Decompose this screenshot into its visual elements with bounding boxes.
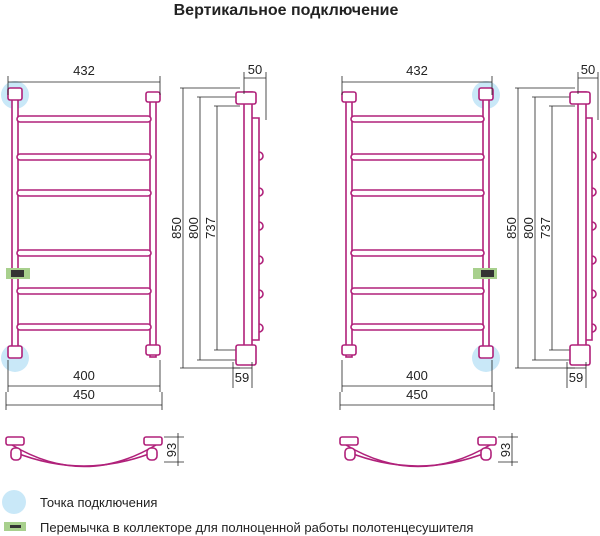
dim-width-inner: 400 (406, 368, 428, 383)
dim-width-total: 450 (73, 387, 95, 402)
dim-height-total: 850 (504, 217, 519, 239)
right-front-view (341, 81, 500, 372)
dim-width-top: 432 (406, 63, 428, 78)
dim-height-mid: 800 (186, 217, 201, 239)
right-side-view: 50 59 (566, 62, 599, 388)
left-top-view: 93 (5, 433, 184, 468)
left-height-dimensions: 850 800 737 (169, 87, 240, 369)
dim-top-depth: 93 (498, 443, 513, 457)
dim-depth-top: 50 (581, 62, 595, 77)
dim-height-mid: 800 (521, 217, 536, 239)
right-drawing: 432 400 450 850 800 737 (339, 62, 599, 468)
legend: Точка подключения Перемычка в коллекторе… (2, 490, 473, 535)
diagram-title: Вертикальное подключение (174, 2, 399, 19)
left-side-view: 50 59 (232, 62, 267, 388)
dim-height-inner: 737 (538, 217, 553, 239)
right-front-dimensions: 432 400 450 (339, 63, 495, 410)
right-height-dimensions: 850 800 737 (504, 87, 575, 369)
dim-height-inner: 737 (203, 217, 218, 239)
rungs (350, 115, 485, 331)
right-top-view: 93 (339, 433, 518, 468)
dim-width-top: 432 (73, 63, 95, 78)
dim-depth-bottom: 59 (235, 370, 249, 385)
dim-width-total: 450 (406, 387, 428, 402)
dim-top-depth: 93 (164, 443, 179, 457)
left-front-view (1, 81, 161, 372)
dim-depth-bottom: 59 (569, 370, 583, 385)
dim-depth-top: 50 (248, 62, 262, 77)
rungs (16, 115, 152, 331)
connection-point-circle-icon (2, 490, 26, 514)
dim-height-total: 850 (169, 217, 184, 239)
legend-jumper-label: Перемычка в коллекторе для полноценной р… (40, 520, 473, 535)
dim-width-inner: 400 (73, 368, 95, 383)
legend-connection-point-label: Точка подключения (40, 495, 157, 510)
left-front-dimensions: 432 400 450 (5, 63, 163, 410)
left-drawing: 432 400 450 850 800 737 (1, 62, 267, 468)
